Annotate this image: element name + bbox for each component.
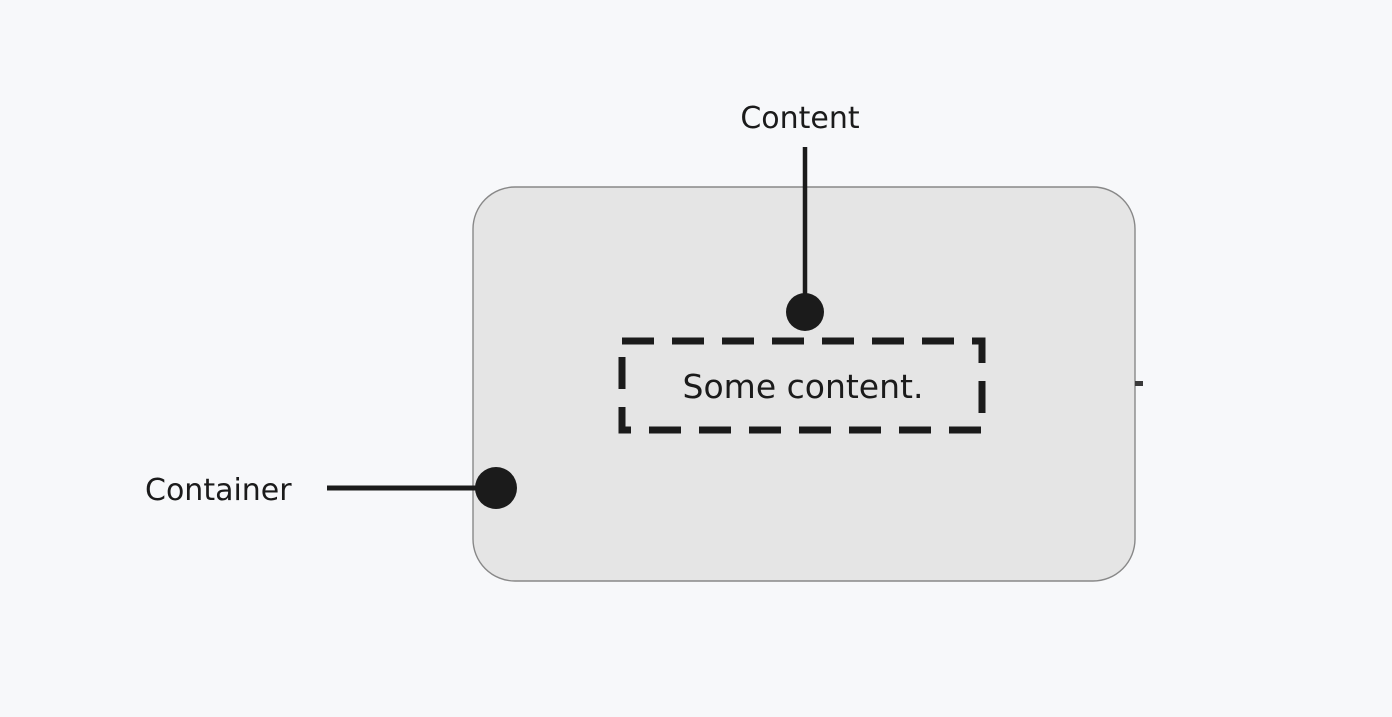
container-callout-label: Container	[145, 473, 292, 508]
content-callout-dot[interactable]	[786, 293, 824, 331]
content-callout-label: Content	[740, 101, 860, 136]
container-callout-dot[interactable]	[475, 467, 517, 509]
content-box-text: Some content.	[683, 367, 924, 406]
content-box[interactable]	[618, 337, 986, 434]
container-right-edge-tick	[1135, 381, 1143, 386]
